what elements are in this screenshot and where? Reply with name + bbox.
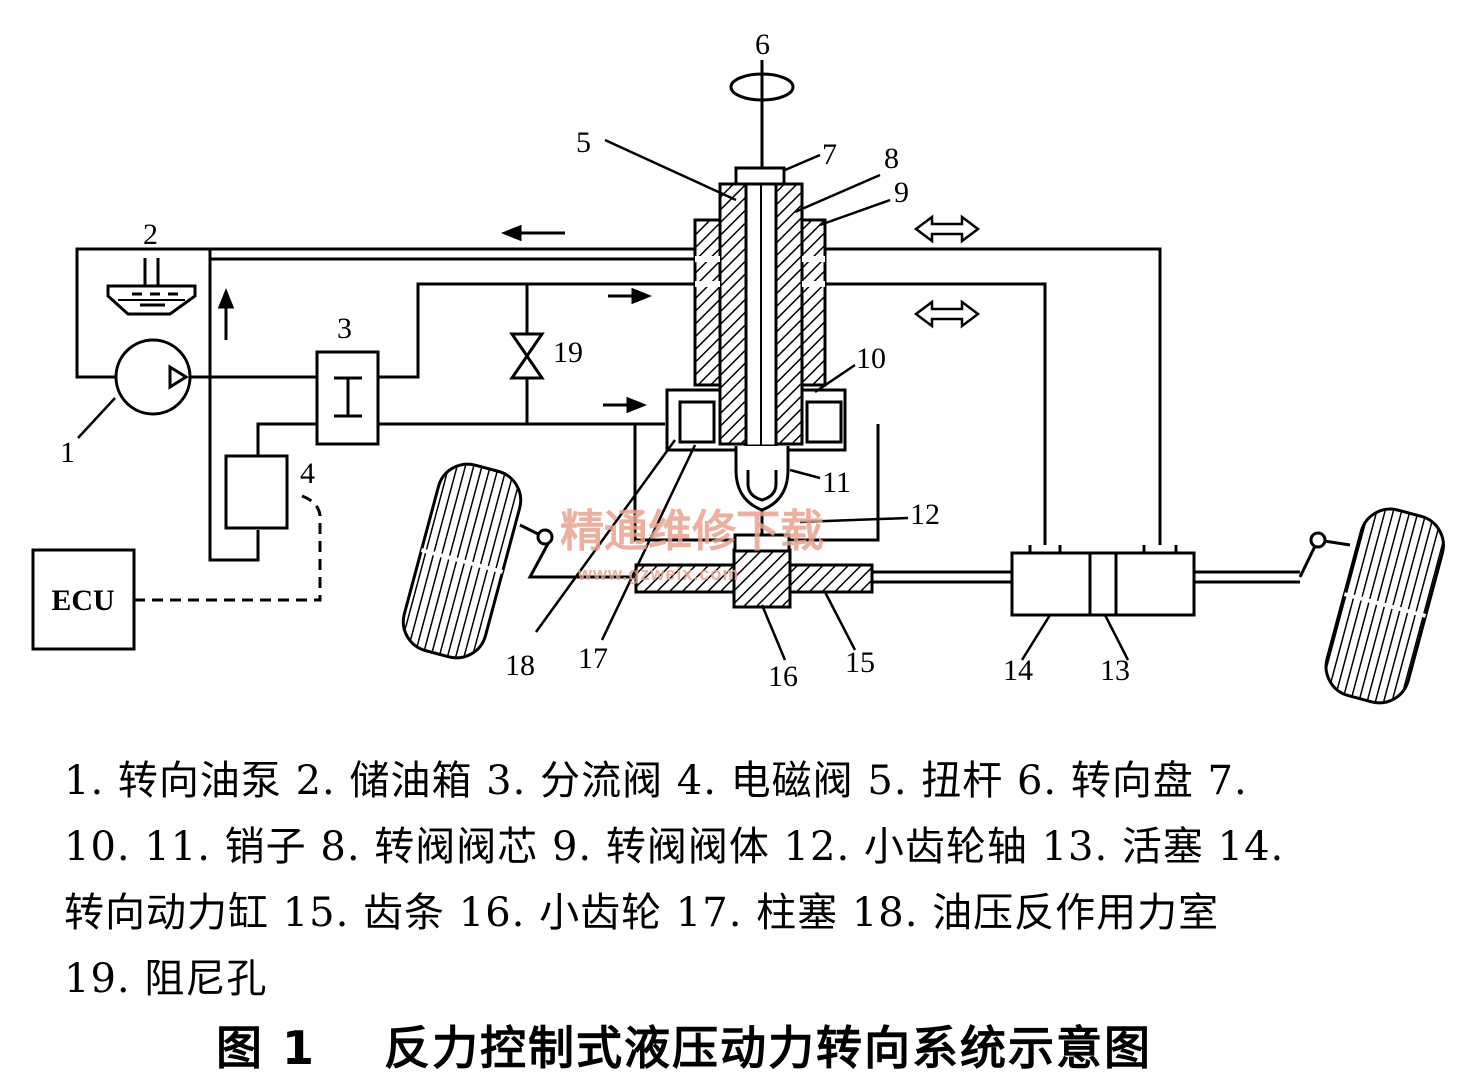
callout-17: 17 [578, 642, 608, 675]
callout-14: 14 [1003, 654, 1033, 687]
callout-5: 5 [576, 126, 591, 159]
rotary-valve-assembly [665, 166, 847, 512]
hydraulic-lines [75, 247, 1162, 562]
watermark-text: 精通维修下载 [560, 506, 824, 557]
figure-title-text: 反力控制式液压动力转向系统示意图 [384, 1021, 1153, 1075]
legend-caption: 1. 转向油泵 2. 储油箱 3. 分流阀 4. 电磁阀 5. 扭杆 6. 转向… [64, 748, 1454, 1012]
left-wheel [401, 462, 523, 660]
callout-9: 9 [894, 176, 909, 209]
callout-11: 11 [822, 466, 851, 499]
watermark-url: www.gzweix.com [577, 564, 739, 584]
legend-line: 转向动力缸 15. 齿条 16. 小齿轮 17. 柱塞 18. 油压反作用力室 [64, 890, 1220, 936]
callout-1: 1 [60, 436, 75, 469]
legend-line: 1. 转向油泵 2. 储油箱 3. 分流阀 4. 电磁阀 5. 扭杆 6. 转向… [64, 758, 1248, 804]
solenoid-valve [224, 454, 289, 530]
callout-8: 8 [884, 142, 899, 175]
double-arrow-lower [913, 299, 981, 329]
oil-reservoir [106, 258, 197, 316]
callout-4: 4 [300, 457, 315, 490]
callout-12: 12 [910, 498, 940, 531]
tie-rods [519, 523, 1351, 584]
ecu-label: ECU [51, 584, 114, 617]
legend-line: 10. 11. 销子 8. 转阀阀芯 9. 转阀阀体 12. 小齿轮轴 13. … [64, 824, 1285, 870]
callout-3: 3 [337, 312, 352, 345]
rack-and-pinion [634, 510, 874, 609]
steering-system-diagram: ECU [31, 28, 1445, 705]
callout-19: 19 [553, 336, 583, 369]
callout-6: 6 [755, 28, 770, 61]
steering-wheel [729, 60, 795, 168]
callout-10: 10 [856, 342, 886, 375]
figure-number: 图 1 [216, 1021, 317, 1075]
ecu-box: ECU [31, 548, 136, 651]
callout-labels: 1 2 3 4 5 6 7 8 9 10 11 12 13 14 15 16 1… [60, 28, 1130, 693]
flow-arrows [217, 224, 653, 414]
leader-lines [77, 138, 1130, 661]
right-wheel [1324, 507, 1445, 705]
signal-line [134, 494, 322, 602]
watermark: 精通维修下载 www.gzweix.com [560, 506, 824, 584]
callout-18: 18 [505, 649, 535, 682]
callout-13: 13 [1100, 654, 1130, 687]
damping-orifice [509, 332, 545, 380]
callout-16: 16 [768, 660, 798, 693]
callout-2: 2 [143, 218, 158, 251]
flow-divider-valve [315, 350, 380, 446]
figure-title: 图 1 反力控制式液压动力转向系统示意图 [216, 1012, 1152, 1078]
steering-pump [114, 338, 192, 416]
double-arrow-upper [913, 214, 981, 244]
power-cylinder [1010, 545, 1196, 617]
callout-15: 15 [845, 646, 875, 679]
callout-7: 7 [822, 138, 837, 171]
legend-line: 19. 阻尼孔 [64, 956, 268, 1002]
